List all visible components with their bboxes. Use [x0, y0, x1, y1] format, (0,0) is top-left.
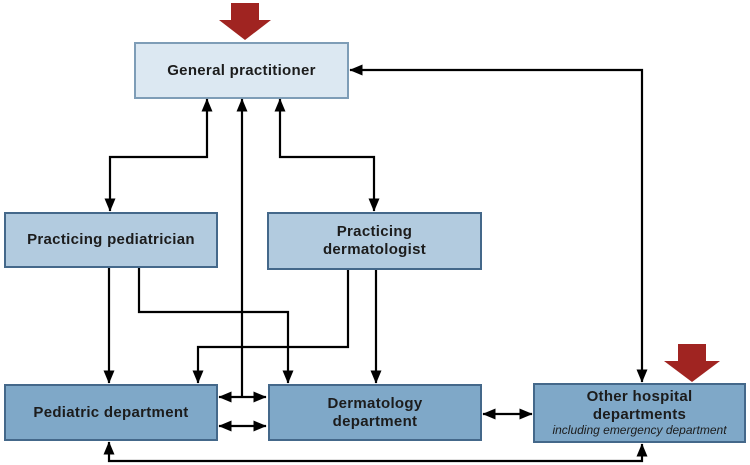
node-practicing-dermatologist: Practicing dermatologist — [267, 212, 482, 270]
node-other-hospital-departments: Other hospital departments including eme… — [533, 383, 746, 443]
node-label: Pediatric department — [33, 403, 189, 421]
red-arrow-down-icon — [664, 344, 720, 382]
red-arrow-down-icon — [219, 3, 271, 40]
connector-pediatrician-dermatology-dept — [137, 268, 294, 384]
node-dermatology-department: Dermatology department — [268, 384, 482, 441]
node-label: Practicing dermatologist — [322, 223, 427, 258]
node-pediatric-department: Pediatric department — [4, 384, 218, 441]
node-label: Practicing pediatrician — [27, 231, 195, 248]
connector-gp-pediatrician — [104, 98, 213, 212]
node-label: General practitioner — [167, 61, 316, 79]
node-sublabel: including emergency department — [552, 423, 727, 438]
node-general-practitioner: General practitioner — [134, 42, 349, 99]
connector-dermatologist-pediatric-dept — [192, 270, 350, 384]
node-label: Other hospital departments — [586, 388, 693, 424]
node-label: Dermatology department — [327, 394, 423, 430]
connector-pediatric-other-bottom — [103, 441, 648, 463]
connector-gp-dermatologist — [274, 98, 380, 212]
node-practicing-pediatrician: Practicing pediatrician — [4, 212, 218, 268]
